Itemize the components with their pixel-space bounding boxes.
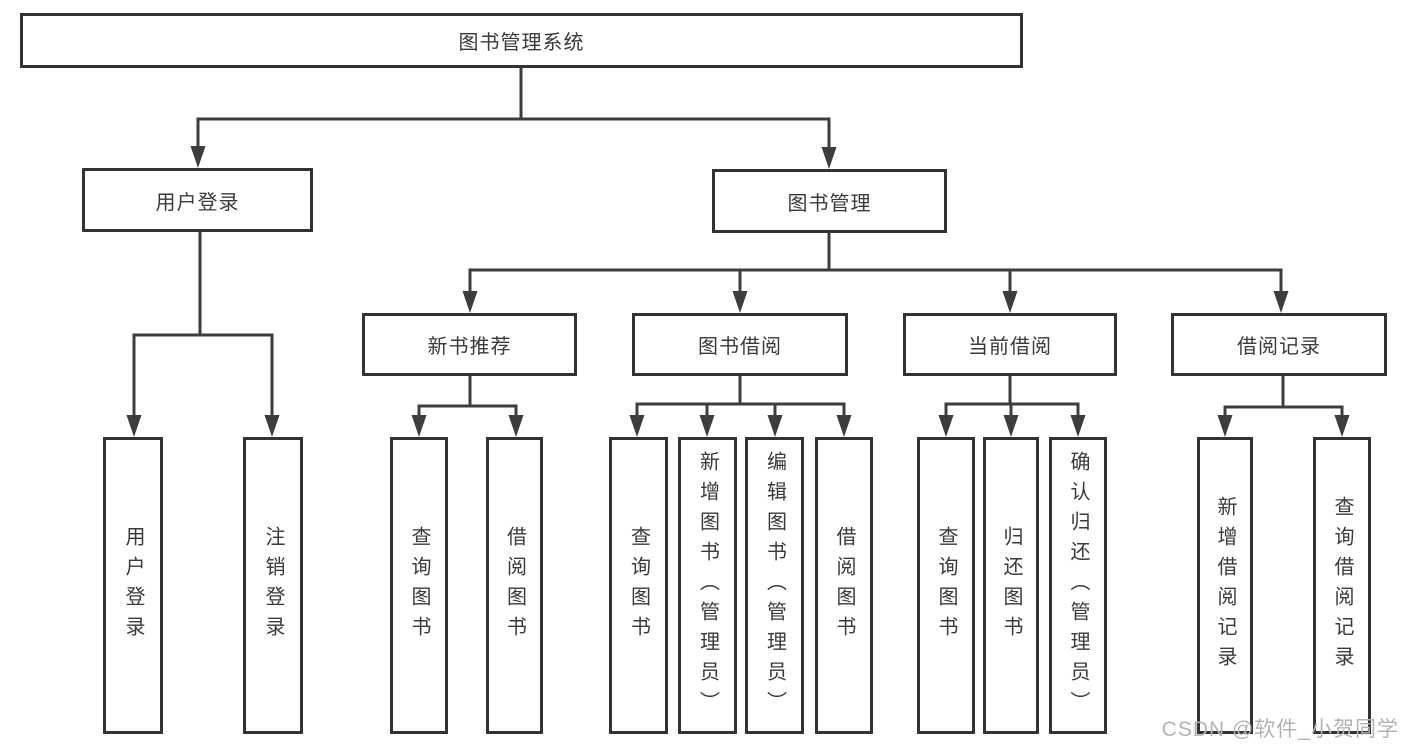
- leaf-query-borrow-record: 查询借阅记录: [1313, 437, 1371, 734]
- node-current-borrow: 当前借阅: [903, 313, 1117, 376]
- leaf-borrow-books-2: 借阅图书: [815, 437, 873, 734]
- leaf-borrow-books-1: 借阅图书: [486, 437, 543, 734]
- leaf-query-books-2: 查询图书: [609, 437, 668, 734]
- node-root-library-system: 图书管理系统: [20, 13, 1023, 68]
- leaf-logout: 注销登录: [243, 437, 303, 734]
- node-book-borrow: 图书借阅: [632, 313, 848, 376]
- leaf-user-login: 用户登录: [103, 437, 163, 734]
- node-borrow-records: 借阅记录: [1171, 313, 1387, 376]
- csdn-watermark: CSDN @软件_小贺同学: [1161, 718, 1399, 741]
- leaf-query-books-1: 查询图书: [390, 437, 448, 734]
- leaf-add-books-admin: 新增图书（管理员）: [678, 437, 737, 734]
- leaf-confirm-return-admin: 确认归还（管理员）: [1049, 437, 1107, 734]
- node-user-login: 用户登录: [82, 168, 313, 232]
- leaf-return-books: 归还图书: [983, 437, 1039, 734]
- node-new-book-recommend: 新书推荐: [362, 313, 577, 376]
- leaf-edit-books-admin: 编辑图书（管理员）: [745, 437, 804, 734]
- leaf-query-books-3: 查询图书: [917, 437, 975, 734]
- leaf-add-borrow-record: 新增借阅记录: [1197, 437, 1253, 734]
- node-book-management: 图书管理: [712, 169, 947, 233]
